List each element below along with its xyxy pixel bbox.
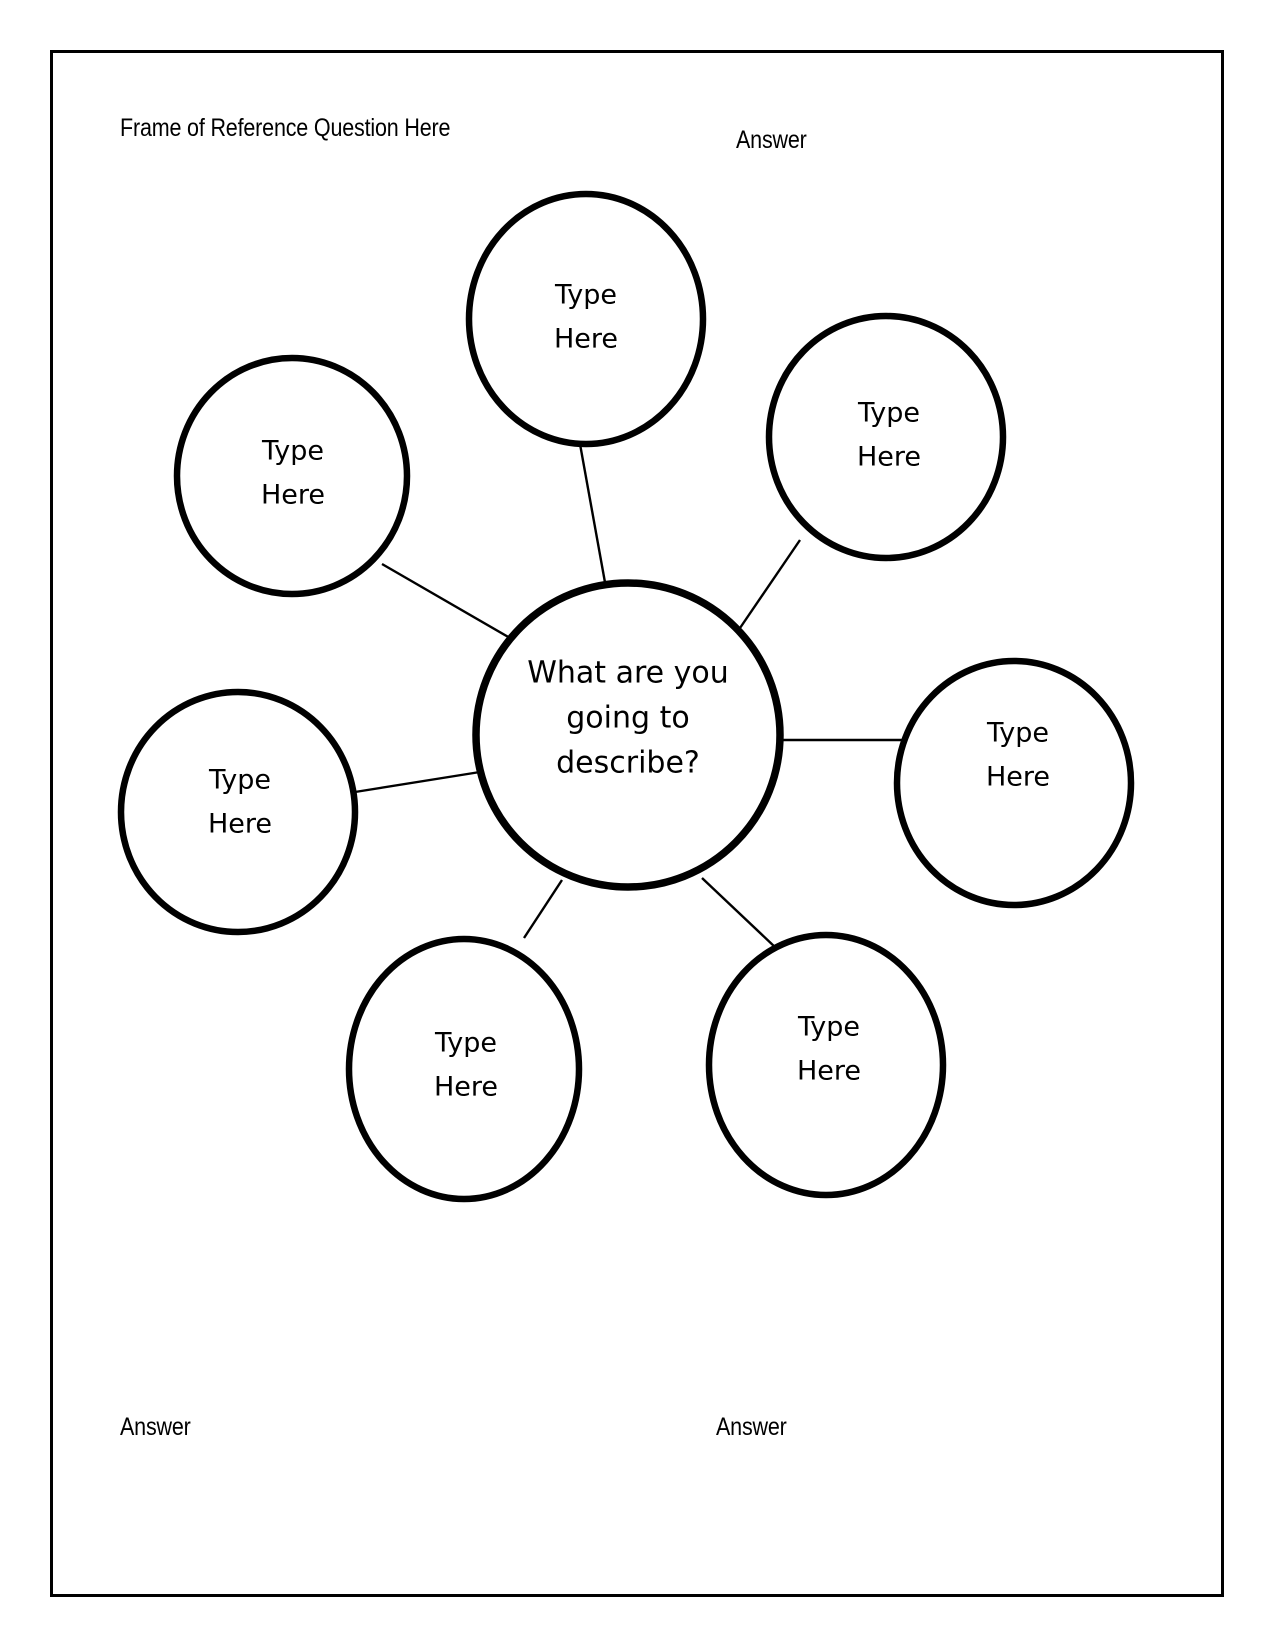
page-border — [50, 50, 1224, 1597]
answer-label-bottom-right: Answer — [716, 1413, 787, 1441]
answer-label-top-right: Answer — [736, 126, 807, 154]
answer-label-bottom-left: Answer — [120, 1413, 191, 1441]
frame-of-reference-title: Frame of Reference Question Here — [120, 114, 451, 142]
